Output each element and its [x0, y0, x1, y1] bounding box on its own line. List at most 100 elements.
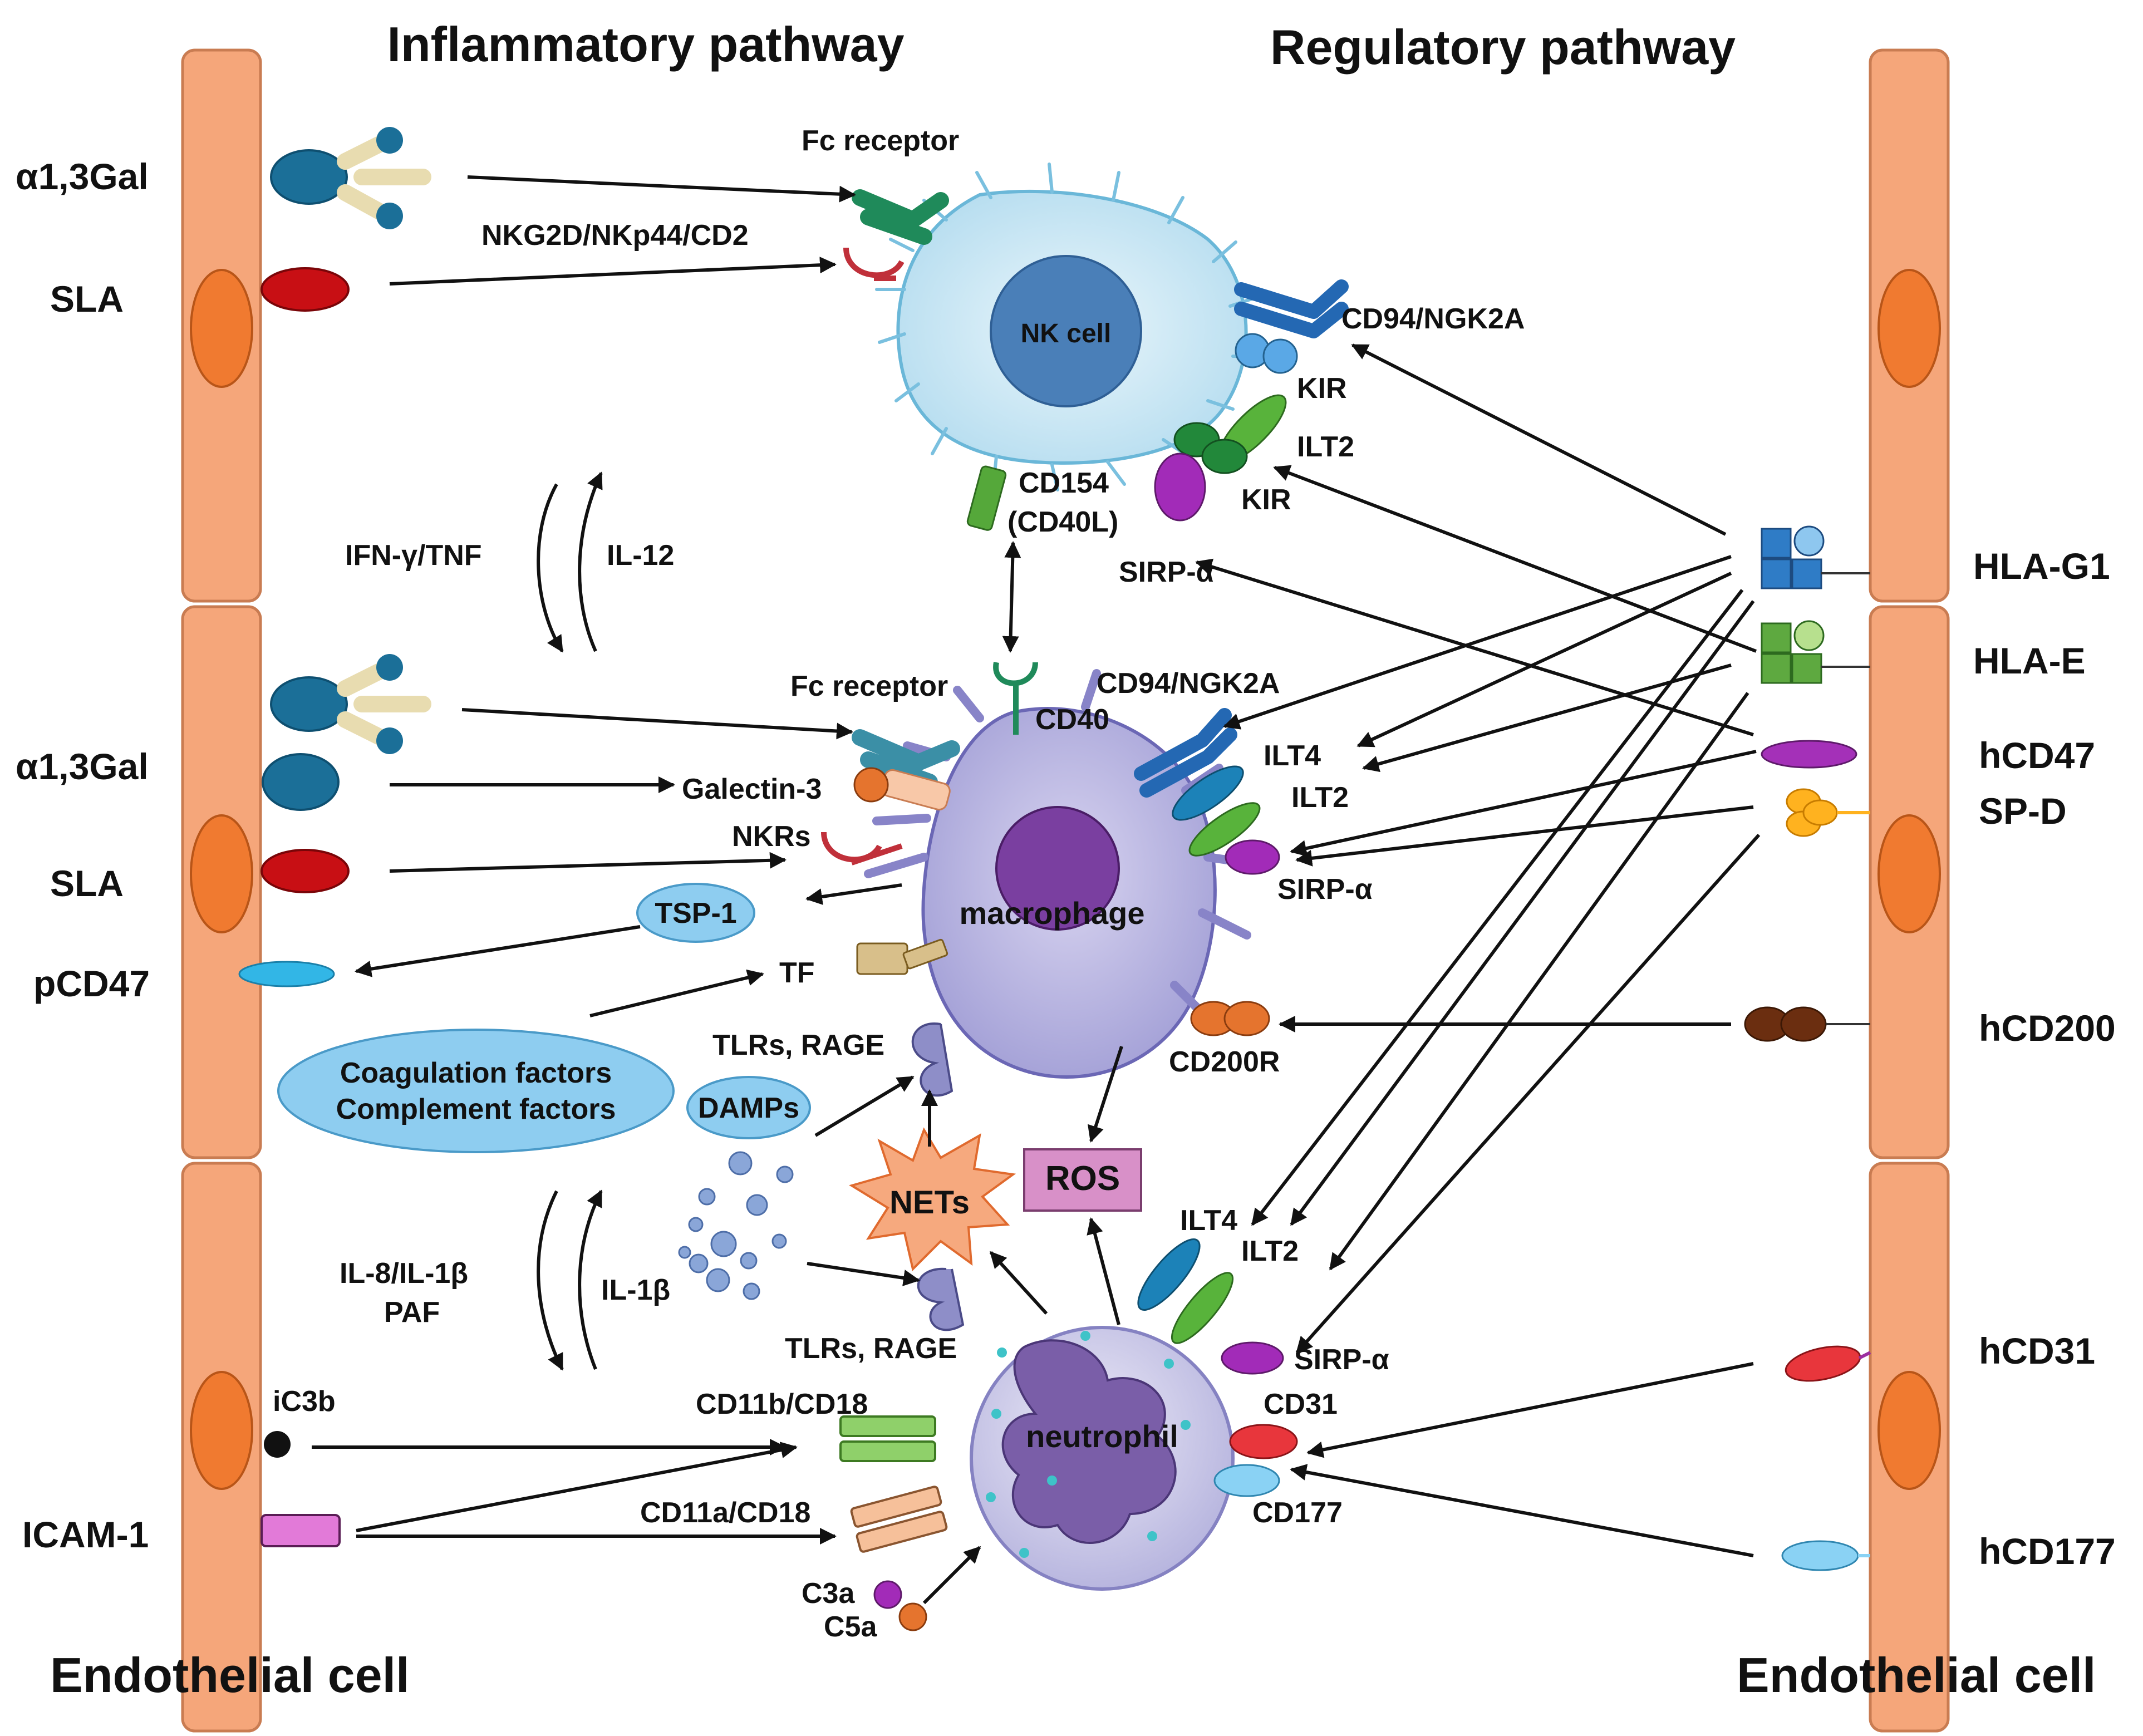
ifn-arrow — [537, 483, 564, 653]
c5a-shape — [898, 1602, 927, 1631]
nk-nucleus — [990, 255, 1142, 407]
hla-e-shape — [1761, 620, 1870, 684]
mac-ilt2-receptor — [1188, 802, 1261, 857]
neut-sirpa-label: SIRP-α — [1294, 1344, 1389, 1376]
icam1-label: ICAM-1 — [22, 1514, 149, 1555]
left-nucleus-top — [190, 269, 253, 388]
right-nucleus-mid — [1877, 814, 1941, 933]
neut-cd31-label: CD31 — [1264, 1388, 1338, 1420]
hcd177-label: hCD177 — [1979, 1531, 2116, 1572]
hcd177-shape — [1781, 1540, 1870, 1571]
mac-cd200r-receptor — [1190, 1001, 1270, 1036]
macrophage-nucleus — [995, 806, 1120, 931]
mac-tlrs-receptor — [911, 1022, 953, 1097]
il12-arrow — [578, 471, 603, 652]
neut-cd177-receptor — [1213, 1464, 1280, 1497]
inflammatory-pathway-title: Inflammatory pathway — [387, 17, 904, 72]
neut-tlrs-receptor — [917, 1267, 965, 1331]
ic3b-label: iC3b — [273, 1385, 336, 1418]
il1b-particles — [678, 1151, 794, 1300]
mac-sirpa-label: SIRP-α — [1277, 873, 1373, 906]
gal-mid-shape — [262, 753, 340, 811]
nk-fc-receptor — [852, 189, 949, 245]
tf-label: TF — [779, 957, 815, 989]
hcd47-label: hCD47 — [1979, 735, 2095, 776]
pcd47-label: pCD47 — [33, 963, 150, 1004]
macrophage-label: macrophage — [960, 896, 1145, 931]
il1b-label: IL-1β — [601, 1274, 670, 1306]
galectin3-label: Galectin-3 — [682, 773, 822, 805]
mac-ilt4-receptor — [1172, 765, 1244, 821]
mac-cd94-receptor — [1134, 708, 1237, 798]
mac-fc-label: Fc receptor — [790, 670, 948, 702]
mac-sirpa-receptor — [1225, 839, 1280, 875]
antibody-gal-mid — [270, 654, 431, 754]
right-nucleus-bottom — [1877, 1371, 1941, 1490]
cd11b-label: CD11b/CD18 — [696, 1388, 868, 1420]
left-nucleus-bottom — [190, 1371, 253, 1490]
nets-label: NETs — [889, 1184, 970, 1221]
cd11a-label: CD11a/CD18 — [640, 1497, 810, 1529]
antibody-gal-top — [270, 127, 431, 229]
nk-cell-label: NK cell — [1021, 319, 1112, 348]
hcd200-shape — [1744, 1006, 1870, 1042]
tsp1-label: TSP-1 — [655, 897, 736, 930]
nk-sirpa-label: SIRP-α — [1119, 556, 1214, 588]
nk-nkg2d-label: NKG2D/NKp44/CD2 — [481, 219, 749, 252]
tf-shape — [856, 938, 948, 975]
sla-top-label: SLA — [50, 278, 124, 319]
neut-ilt2-label: ILT2 — [1241, 1235, 1299, 1267]
endothelial-cell-left-label: Endothelial cell — [50, 1648, 409, 1703]
nets-starburst — [849, 1127, 1016, 1271]
mac-ilt2-label: ILT2 — [1291, 781, 1349, 814]
c5a-label: C5a — [824, 1611, 877, 1643]
ic3b-shape — [264, 1431, 291, 1458]
mac-cd40-label: CD40 — [1035, 704, 1109, 736]
inflammatory-arrows — [312, 175, 1123, 1605]
neut-tlrs-label: TLRs, RAGE — [785, 1332, 957, 1365]
hcd31-label: hCD31 — [1979, 1330, 2095, 1371]
mac-ilt4-label: ILT4 — [1264, 740, 1321, 772]
nk-cd154-label: CD154 — [1019, 467, 1109, 499]
il8-arrow — [537, 1190, 564, 1371]
damps-bubble — [686, 1076, 811, 1139]
nk-kir1-label: KIR — [1297, 372, 1347, 405]
regulatory-pathway-title: Regulatory pathway — [1270, 19, 1736, 75]
alpha-gal-top-label: α1,3Gal — [16, 156, 149, 197]
galectin3-shape — [853, 767, 951, 811]
left-nucleus-mid — [190, 814, 253, 933]
ifn-label: IFN-γ/TNF — [345, 539, 482, 572]
spd-label: SP-D — [1979, 790, 2067, 832]
mac-cd94-label: CD94/NGK2A — [1097, 667, 1280, 700]
ros-label: ROS — [1045, 1159, 1120, 1198]
il12-label: IL-12 — [607, 539, 674, 572]
hcd47-shape — [1761, 740, 1857, 769]
neut-ilt4-label: ILT4 — [1180, 1204, 1237, 1237]
nk-kir2-receptor — [1173, 422, 1248, 474]
endothelial-cell-right-label: Endothelial cell — [1737, 1648, 2096, 1703]
mac-tlrs-label: TLRs, RAGE — [712, 1029, 884, 1061]
hcd200-label: hCD200 — [1979, 1007, 2116, 1049]
damps-label: DAMPs — [698, 1092, 799, 1124]
c3a-label: C3a — [802, 1577, 855, 1610]
regulatory-arrows — [1195, 343, 1761, 1557]
neut-ilt2-receptor — [1171, 1272, 1234, 1344]
nk-kir2-label: KIR — [1241, 484, 1291, 516]
neutrophil-nucleus — [1001, 1339, 1177, 1544]
il1b-loop-arrow — [578, 1189, 603, 1370]
nk-kir-receptor — [1235, 333, 1298, 374]
right-endothelial-column — [1869, 48, 1950, 1733]
cd11a-integrin — [850, 1486, 948, 1553]
cd200r-label: CD200R — [1169, 1046, 1280, 1078]
c3a-shape — [873, 1580, 902, 1609]
nk-cd40l-label: (CD40L) — [1007, 506, 1118, 538]
spd-shape — [1786, 788, 1870, 837]
coag-complement-bubble — [277, 1029, 675, 1153]
hcd31-shape — [1785, 1345, 1871, 1382]
ros-box — [1023, 1148, 1142, 1212]
hla-g1-label: HLA-G1 — [1973, 545, 2110, 587]
nk-fc-label: Fc receptor — [802, 125, 959, 157]
nk-cd154-receptor — [966, 465, 1007, 531]
nk-cell: NK cell — [875, 163, 1262, 491]
